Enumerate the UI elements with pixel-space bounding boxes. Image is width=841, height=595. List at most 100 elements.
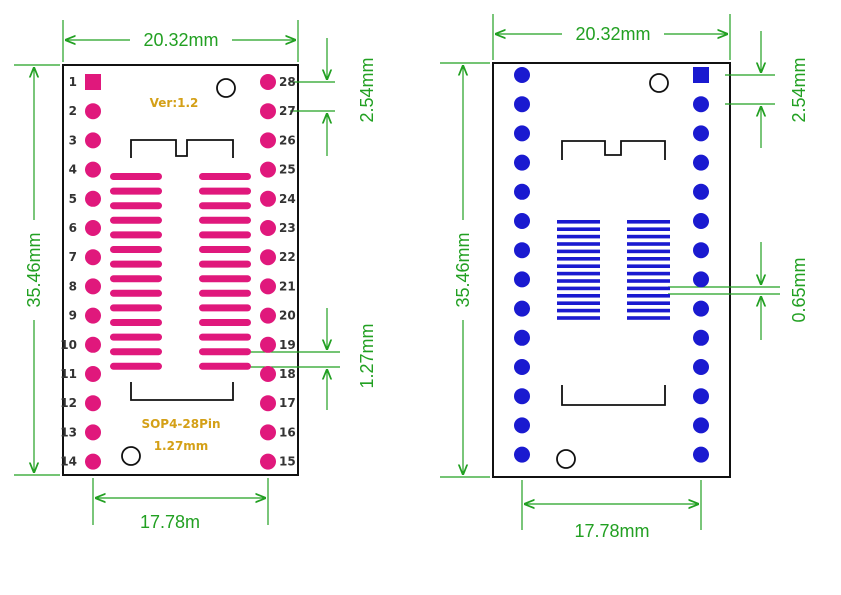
sop-pad-left <box>110 289 162 297</box>
tssop-pad-left <box>557 257 600 261</box>
left-pin-pad <box>85 103 101 120</box>
back-chip-outline-bottom <box>561 385 666 406</box>
right-pin-pad <box>260 453 276 470</box>
right-pin-number: 19 <box>279 338 296 352</box>
sop-pad-left <box>110 362 162 370</box>
right-pin-pad <box>260 424 276 441</box>
pin-1-square-pad <box>85 74 101 90</box>
back-left-pin-pad <box>514 67 530 83</box>
right-pin-pad <box>260 74 276 90</box>
back-left-pin-pad <box>514 300 530 317</box>
left-pin-number: 3 <box>69 133 77 147</box>
sop-pad-left <box>110 216 162 224</box>
tssop-pad-left <box>557 249 600 254</box>
sop-pad-right <box>199 187 251 195</box>
front-smd-pitch-label: 1.27mm <box>357 323 377 388</box>
right-pin-pad <box>260 190 276 207</box>
right-pin-number: 21 <box>279 279 296 293</box>
sop-pad-right <box>199 275 251 283</box>
front-chip-outline-bottom <box>130 382 234 401</box>
sop-pad-left <box>110 275 162 283</box>
tssop-pad-left <box>557 301 600 305</box>
sop-pad-left <box>110 187 162 195</box>
left-pin-number: 9 <box>69 309 77 323</box>
package-label: SOP4-28Pin <box>141 417 220 431</box>
tssop-pad-left <box>557 279 600 283</box>
back-right-pin-pad <box>693 359 709 375</box>
back-left-pin-pad <box>514 388 530 405</box>
back-mounting-hole-top <box>649 73 669 93</box>
right-pin-number: 16 <box>279 425 296 439</box>
right-pin-number: 24 <box>279 192 296 206</box>
left-pin-number: 6 <box>69 221 77 235</box>
back-right-pin-pad <box>693 154 709 171</box>
tssop-pad-right <box>627 234 670 239</box>
sop-pad-right <box>199 216 251 224</box>
left-pin-number: 4 <box>69 163 77 177</box>
back-pitch-label: 2.54mm <box>789 57 809 122</box>
right-pin-number: 20 <box>279 309 296 323</box>
back-smd-pitch-label: 0.65mm <box>789 257 809 322</box>
left-pin-pad <box>85 161 101 178</box>
back-left-pin-pad <box>514 183 530 200</box>
tssop-pad-left <box>557 294 600 298</box>
left-pin-pad <box>85 366 101 382</box>
tssop-pad-right <box>627 279 670 283</box>
back-right-pin-pad <box>693 300 709 317</box>
sop-pad-right <box>199 333 251 341</box>
tssop-pad-right <box>627 264 670 268</box>
right-pin-number: 27 <box>279 104 296 118</box>
front-height-label: 35.46mm <box>24 232 44 307</box>
sop-pad-left <box>110 246 162 253</box>
left-pin-pad <box>85 395 101 412</box>
sop-pad-left <box>110 202 162 210</box>
tssop-pad-right <box>627 301 670 305</box>
back-left-pin-pad <box>514 154 530 171</box>
front-width-label: 20.32mm <box>143 30 218 50</box>
right-pin-pad <box>260 132 276 149</box>
right-pin-pad <box>260 220 276 236</box>
back-left-pin-pad <box>514 446 530 463</box>
tssop-pad-right <box>627 257 670 261</box>
sop-pad-left <box>110 333 162 341</box>
sop-pad-right <box>199 362 251 370</box>
tssop-pad-left <box>557 234 600 239</box>
sop-pad-right <box>199 231 251 239</box>
back-right-pin-pad <box>693 96 709 113</box>
right-pin-number: 15 <box>279 455 296 469</box>
right-pin-number: 22 <box>279 250 296 264</box>
right-pin-pad <box>260 161 276 178</box>
left-pin-number: 14 <box>60 455 77 469</box>
tssop-pad-left <box>557 220 600 224</box>
tssop-pad-right <box>627 227 670 231</box>
left-pin-number: 11 <box>60 367 77 381</box>
back-left-pin-pad <box>514 271 530 288</box>
back-row-label: 17.78mm <box>574 521 649 541</box>
front-view: 20.32mm 35.46mm 2.54mm 1.27mm 17.78m Ver… <box>14 20 377 532</box>
pitch-silk-label: 1.27mm <box>154 439 209 453</box>
left-pin-pad <box>85 453 101 470</box>
back-right-pin-pad <box>693 329 709 346</box>
tssop-pad-left <box>557 308 600 313</box>
left-pin-number: 10 <box>60 338 77 352</box>
left-pin-pad <box>85 132 101 149</box>
right-pin-number: 17 <box>279 396 296 410</box>
tssop-pad-right <box>627 249 670 254</box>
sop-pad-right <box>199 246 251 253</box>
front-pitch-label: 2.54mm <box>357 57 377 122</box>
left-pin-pad <box>85 424 101 441</box>
back-width-label: 20.32mm <box>575 24 650 44</box>
right-pin-number: 18 <box>279 367 296 381</box>
back-pin-group <box>514 67 709 463</box>
left-pin-pad <box>85 307 101 324</box>
back-left-pin-pad <box>514 213 530 229</box>
back-left-pin-pad <box>514 359 530 375</box>
sop-pad-left <box>110 260 162 268</box>
left-pin-number: 5 <box>69 192 77 206</box>
sop-pad-right <box>199 304 251 312</box>
back-right-pin-pad <box>693 388 709 405</box>
sop-pad-left <box>110 231 162 239</box>
sop-pad-left <box>110 319 162 326</box>
right-pin-number: 23 <box>279 221 296 235</box>
